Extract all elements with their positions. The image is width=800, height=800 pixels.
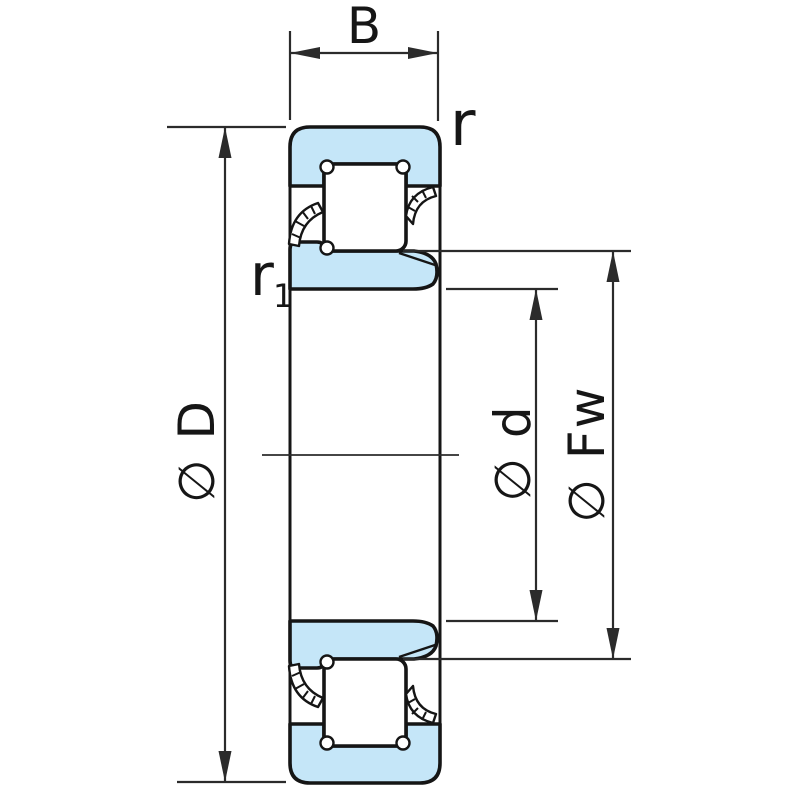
outer-ring-top-section xyxy=(288,125,442,188)
cage-hatching xyxy=(291,189,427,721)
roller-top xyxy=(322,162,408,253)
dimension-width-B xyxy=(288,31,440,121)
label-outer-diameter-phiD: ∅ D xyxy=(168,399,226,503)
arrow-right-icon xyxy=(408,47,438,59)
label-width-B: B xyxy=(347,0,381,55)
arrow-up-icon xyxy=(606,251,620,282)
cage-band-top-right xyxy=(404,185,438,226)
arrow-down-icon xyxy=(606,628,620,659)
roller-bottom xyxy=(322,657,408,748)
label-raceway-diameter-phiFw: ∅ Fw xyxy=(558,385,616,522)
label-corner-radius-r1-subscript: 1 xyxy=(273,277,293,315)
arrow-up-icon xyxy=(218,127,232,158)
inner-ring-taper-edge-bottom xyxy=(398,643,436,659)
label-corner-radius-r1-base: r xyxy=(250,241,274,309)
roller-corner-radii xyxy=(319,159,411,751)
dimension-raceway-diameter-Fw xyxy=(403,249,631,661)
label-corner-radius-r: r xyxy=(450,87,476,160)
labels: B r r 1 ∅ D ∅ d ∅ Fw xyxy=(168,0,616,523)
inner-ring-taper-edge-top xyxy=(398,251,436,267)
bearing-parts xyxy=(287,125,442,785)
dimension-bore-diameter-d xyxy=(446,287,558,623)
arrow-down-icon xyxy=(529,590,543,621)
cage-band-bottom-right xyxy=(404,684,438,725)
arrow-down-icon xyxy=(218,751,232,782)
outer-ring-bottom-section xyxy=(288,722,442,785)
arrow-left-icon xyxy=(290,47,320,59)
arrow-up-icon xyxy=(529,289,543,320)
dimension-outer-diameter-D xyxy=(167,125,286,784)
cage-band-bottom-left xyxy=(287,662,325,709)
label-bore-diameter-phid: ∅ d xyxy=(484,404,542,501)
dimensioning xyxy=(167,31,631,784)
cage-band-top-left xyxy=(287,201,325,248)
